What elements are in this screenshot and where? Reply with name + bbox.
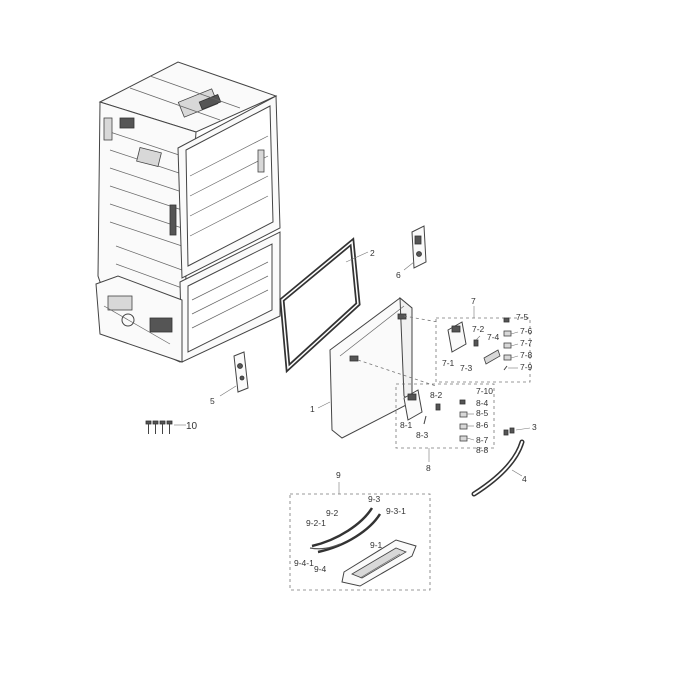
- refrigerator-cabinet: [95, 61, 281, 363]
- callout-3: 3: [532, 422, 537, 432]
- callout-7-3: 7-3: [460, 363, 473, 373]
- callout-9-4-1: 9-4-1: [294, 558, 314, 568]
- part-2-gasket: 2: [279, 237, 375, 374]
- callout-8-4: 8-4: [476, 398, 489, 408]
- callout-7-5: 7-5: [516, 312, 529, 322]
- callout-9-4: 9-4: [314, 564, 327, 574]
- callout-7: 7: [471, 296, 476, 306]
- callout-8-7: 8-7: [476, 435, 489, 445]
- callout-4: 4: [522, 474, 527, 484]
- callout-7-2: 7-2: [472, 324, 485, 334]
- part-3-clip: 3: [503, 422, 537, 436]
- callout-9-1: 9-1: [370, 540, 383, 550]
- callout-9-2: 9-2: [326, 508, 339, 518]
- callout-8-8: 8-8: [476, 445, 489, 455]
- callout-9: 9: [336, 470, 341, 480]
- part-10-screws: 10: [145, 420, 198, 434]
- callout-7-4: 7-4: [487, 332, 500, 342]
- callout-7-10: 7-10: [476, 386, 493, 396]
- callout-8-1: 8-1: [400, 420, 413, 430]
- callout-8-3: 8-3: [416, 430, 429, 440]
- part-4-handle-bar: 4: [471, 439, 527, 497]
- callout-8-6: 8-6: [476, 420, 489, 430]
- callout-7-7: 7-7: [520, 338, 533, 348]
- callout-9-3-1: 9-3-1: [386, 506, 406, 516]
- part-6-hinge: 6: [396, 225, 427, 280]
- callout-7-6: 7-6: [520, 326, 533, 336]
- callout-8: 8: [426, 463, 431, 473]
- callout-8-5: 8-5: [476, 408, 489, 418]
- callout-1: 1: [310, 404, 315, 414]
- assembly-9-drawer-parts: 9 9-3 9-3-1 9-2 9-2-1 9-1 9-4-1 9-4: [289, 470, 431, 591]
- assembly-7-door-handle-upper: 7 7-2 7-4 7-1 7-3 7-5 7-6 7-7 7-8 7-9 7-…: [435, 296, 533, 396]
- assembly-8-door-handle-lower: 8 8-2 8-1 8-3 8-4 8-5 8-6 8-7 8-8: [395, 383, 495, 473]
- part-1-freezer-door: 1: [310, 296, 439, 439]
- callout-6: 6: [396, 270, 401, 280]
- part-5-hinge: 5: [210, 351, 249, 406]
- callout-5: 5: [210, 396, 215, 406]
- callout-2: 2: [370, 248, 375, 258]
- callout-9-2-1: 9-2-1: [306, 518, 326, 528]
- callout-7-9: 7-9: [520, 362, 533, 372]
- callout-10: 10: [186, 421, 198, 432]
- callout-9-3: 9-3: [368, 494, 381, 504]
- callout-8-2: 8-2: [430, 390, 443, 400]
- callout-7-8: 7-8: [520, 350, 533, 360]
- callout-7-1: 7-1: [442, 358, 455, 368]
